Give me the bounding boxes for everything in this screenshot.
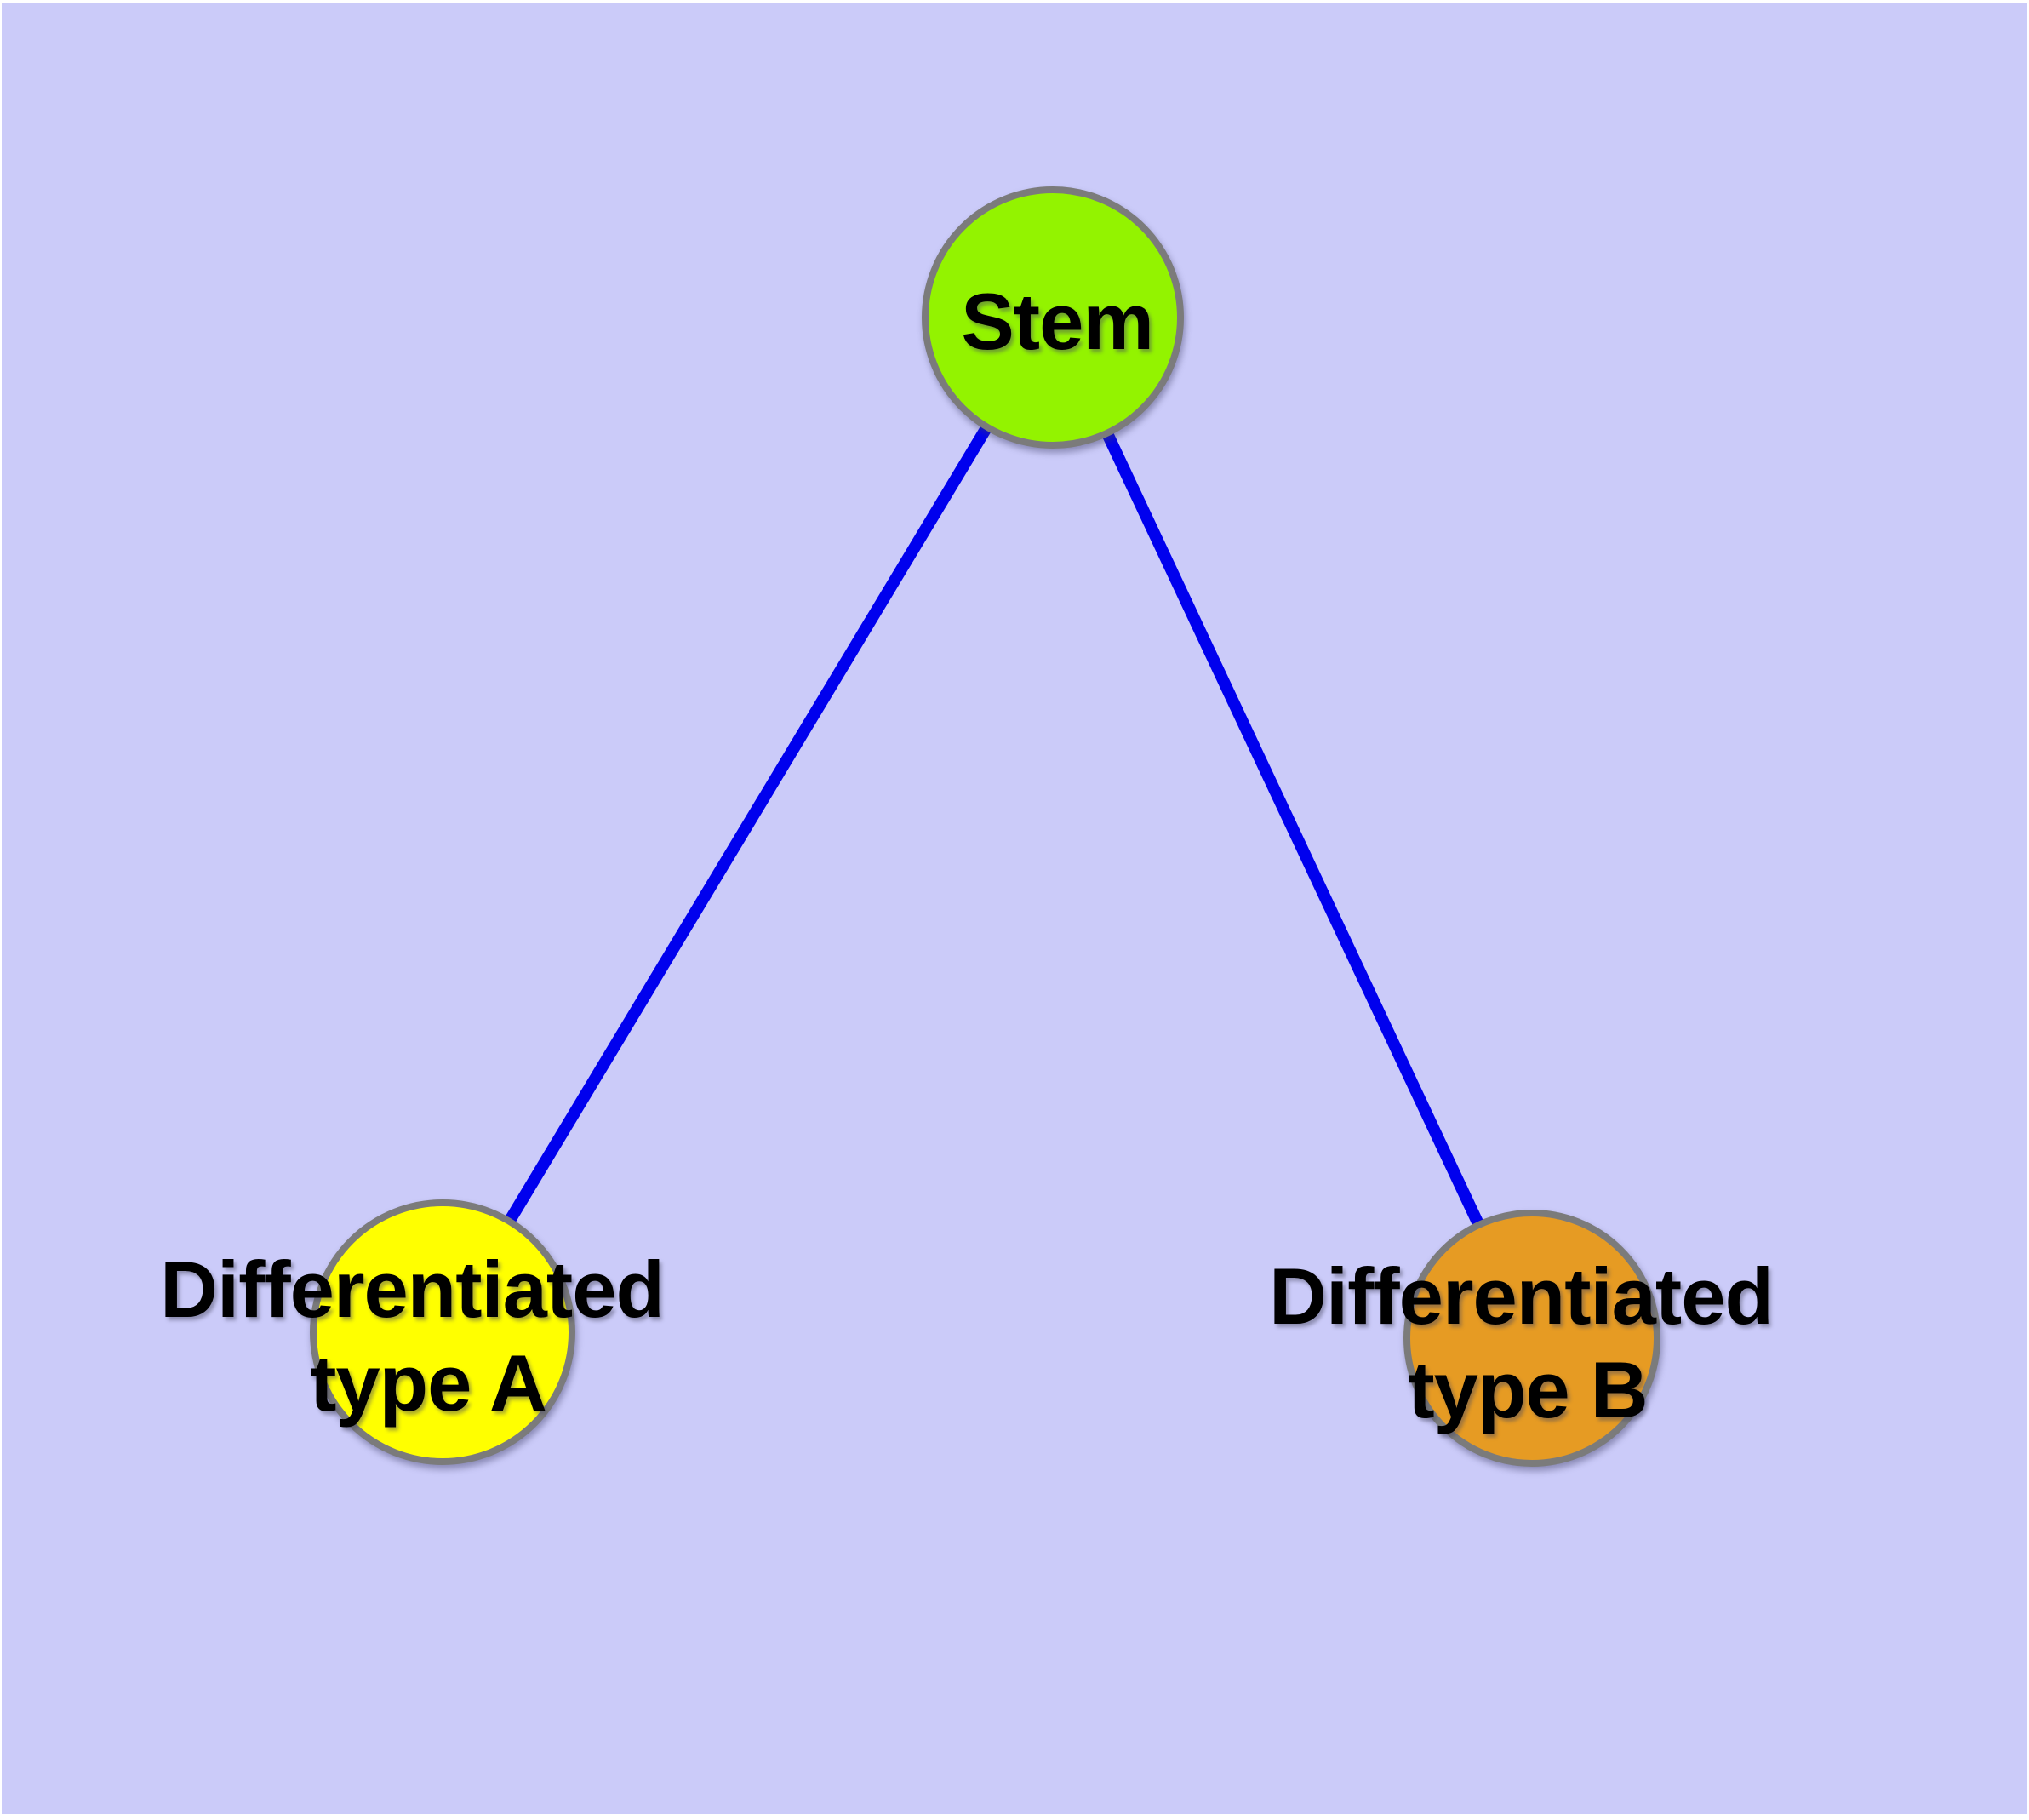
node-label-line1: Differentiated xyxy=(160,1245,664,1334)
edge-stem-to-type-a xyxy=(437,314,1058,1336)
node-label-line2: type A xyxy=(310,1338,546,1428)
node-stem xyxy=(922,186,1184,449)
node-differentiated-type-b xyxy=(1403,1210,1660,1467)
node-label-stem: Stem xyxy=(961,277,1153,366)
edge-stem-to-type-b xyxy=(1047,315,1538,1341)
node-label-line1: Differentiated xyxy=(1269,1251,1773,1341)
node-label-line2: type B xyxy=(1408,1345,1647,1434)
node-differentiated-type-a xyxy=(310,1199,575,1465)
